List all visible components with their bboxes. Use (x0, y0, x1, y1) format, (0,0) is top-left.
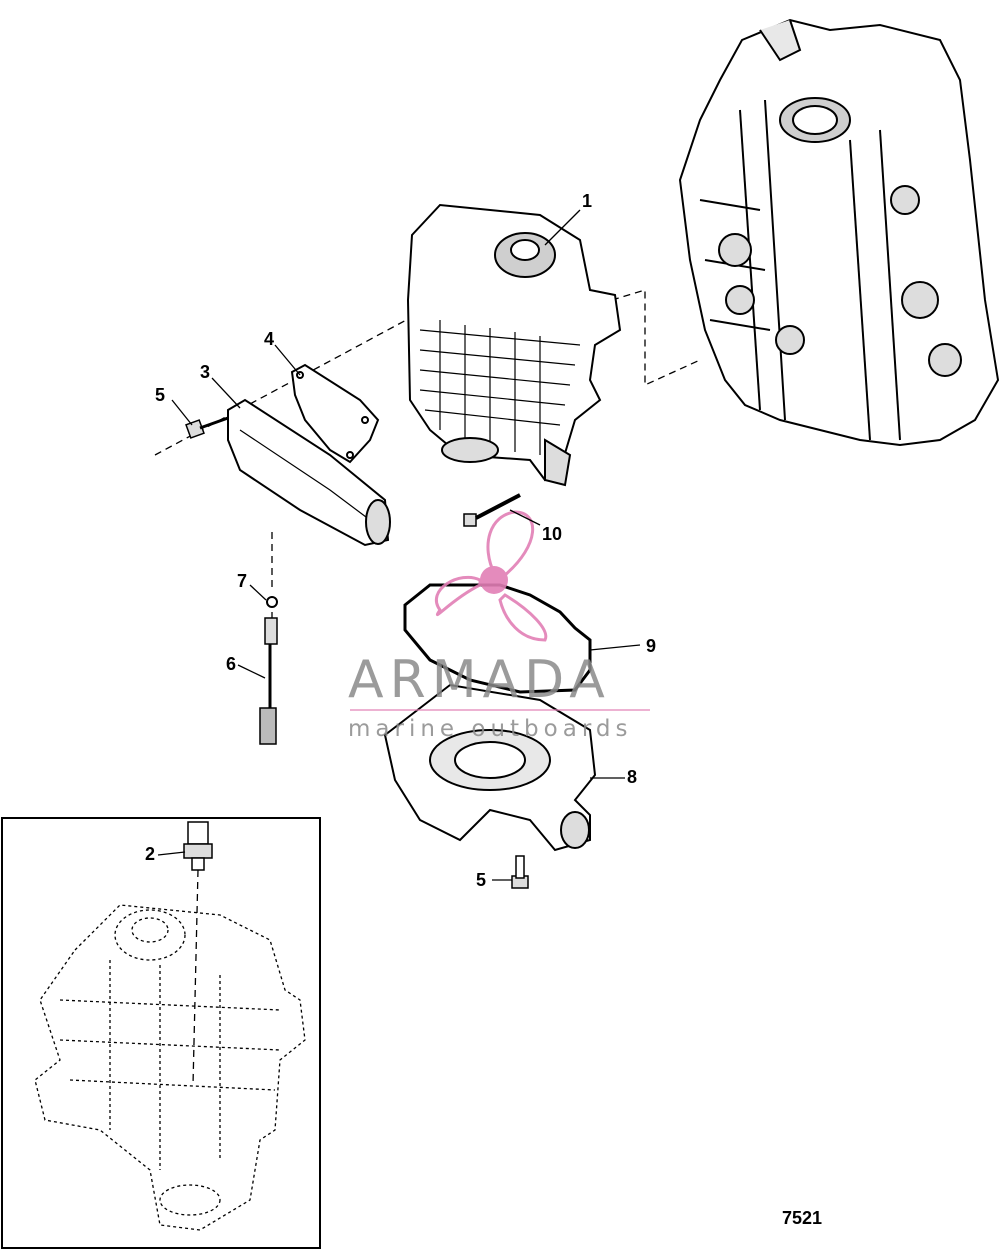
callout-6: 6 (226, 654, 237, 674)
callout-5-upper: 5 (155, 385, 166, 405)
part-7-washer (266, 596, 278, 608)
part-1-housing (406, 203, 622, 487)
callout-1: 1 (582, 191, 593, 211)
part-5-bolt-lower (511, 855, 529, 889)
callout-5-lower: 5 (476, 870, 487, 890)
callout-3: 3 (200, 362, 211, 382)
inset-frame (1, 817, 321, 1249)
part-8-adapter-plate (383, 683, 597, 852)
part-6-sensor (259, 617, 278, 745)
watermark-tagline: marine outboards (348, 716, 633, 742)
engine-block (678, 18, 1000, 447)
propeller-logo-icon (434, 510, 548, 642)
callout-leaders (157, 209, 641, 881)
figure-number: 7521 (782, 1208, 823, 1228)
watermark-brand: ARMADA (348, 650, 611, 710)
callout-2: 2 (145, 844, 156, 864)
part-10-long-bolt (463, 493, 521, 527)
callout-4: 4 (264, 329, 275, 349)
part-5-bolt-upper (185, 416, 229, 439)
callout-7: 7 (237, 571, 248, 591)
inset-housing-outline (34, 904, 306, 1231)
callout-9: 9 (646, 636, 657, 656)
callout-8: 8 (627, 767, 638, 787)
callout-10: 10 (542, 524, 563, 544)
part-2-sender (183, 821, 213, 871)
part-3-intake-duct (227, 398, 391, 547)
